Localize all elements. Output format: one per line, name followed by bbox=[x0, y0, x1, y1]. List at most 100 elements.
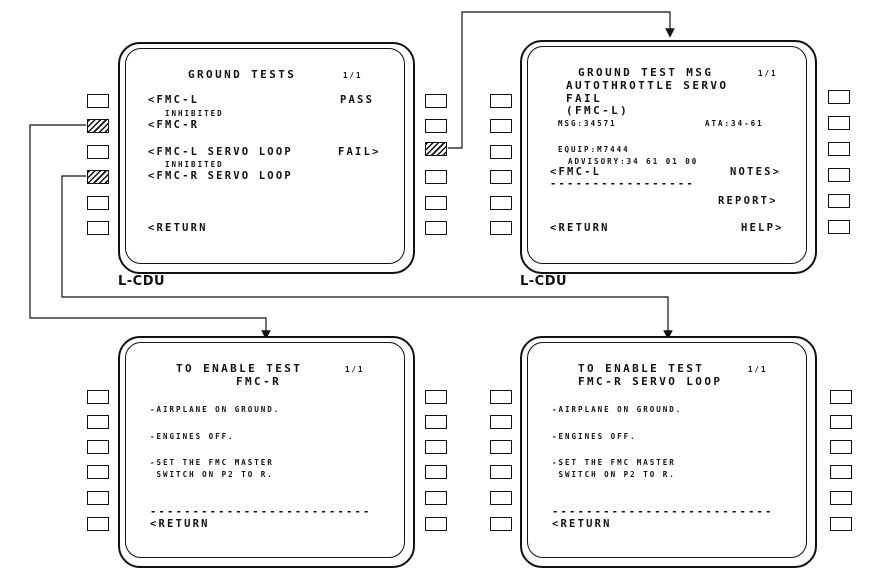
lsk-5r[interactable] bbox=[828, 194, 850, 208]
lsk-4r[interactable] bbox=[830, 465, 852, 479]
lsk-4l[interactable] bbox=[87, 170, 109, 184]
page-title: TO ENABLE TEST bbox=[176, 362, 303, 375]
arrow-fmc-r-to-enable bbox=[29, 124, 271, 340]
lsk-4l[interactable] bbox=[87, 465, 109, 479]
lsk-6r[interactable] bbox=[425, 221, 447, 235]
lsk-2l[interactable] bbox=[490, 119, 512, 133]
lsk-6r[interactable] bbox=[828, 220, 850, 234]
lsk-1l[interactable] bbox=[490, 94, 512, 108]
condition-3: -SET THE FMC MASTER bbox=[150, 458, 274, 467]
page-title: GROUND TESTS bbox=[188, 68, 297, 81]
condition-1: -AIRPLANE ON GROUND. bbox=[150, 405, 281, 414]
lsk-2r[interactable] bbox=[830, 415, 852, 429]
arrow-fail-to-test-msg bbox=[448, 11, 675, 149]
lsk-2l[interactable] bbox=[490, 415, 512, 429]
separator: ----------------- bbox=[550, 178, 695, 190]
fmc-r-servo-option[interactable]: <FMC-R SERVO LOOP bbox=[148, 170, 293, 182]
equip-code: EQUIP:M7444 bbox=[558, 145, 630, 154]
arrow-servo-to-enable bbox=[61, 175, 673, 340]
fmc-l-option[interactable]: <FMC-L bbox=[550, 166, 602, 178]
lsk-1r[interactable] bbox=[425, 390, 447, 404]
inhibited-label: INHIBITED bbox=[165, 160, 224, 169]
lsk-2r[interactable] bbox=[425, 415, 447, 429]
message-line-2: FAIL bbox=[566, 92, 603, 105]
lsk-1l[interactable] bbox=[87, 94, 109, 108]
lsk-3r[interactable] bbox=[425, 142, 447, 156]
msg-number: MSG:34571 bbox=[558, 119, 617, 128]
lsk-4r[interactable] bbox=[425, 465, 447, 479]
lsk-3r[interactable] bbox=[425, 440, 447, 454]
lsk-4l[interactable] bbox=[490, 465, 512, 479]
report-option[interactable]: REPORT> bbox=[718, 195, 778, 207]
pass-status: PASS bbox=[340, 94, 375, 106]
condition-3: -SET THE FMC MASTER bbox=[552, 458, 676, 467]
help-option[interactable]: HELP> bbox=[741, 222, 784, 234]
lsk-6l[interactable] bbox=[490, 517, 512, 531]
lsk-1r[interactable] bbox=[830, 390, 852, 404]
lsk-1r[interactable] bbox=[425, 94, 447, 108]
lsk-2r[interactable] bbox=[828, 116, 850, 130]
return-option[interactable]: <RETURN bbox=[550, 222, 610, 234]
lsk-2l[interactable] bbox=[87, 415, 109, 429]
fmc-l-servo-option[interactable]: <FMC-L SERVO LOOP bbox=[148, 146, 293, 158]
message-line-3: (FMC-L) bbox=[566, 104, 630, 117]
lsk-5r[interactable] bbox=[425, 491, 447, 505]
page-title: GROUND TEST MSG bbox=[578, 66, 714, 79]
page-subtitle: FMC-R bbox=[236, 375, 282, 388]
lsk-5l[interactable] bbox=[490, 196, 512, 210]
lsk-1r[interactable] bbox=[828, 90, 850, 104]
return-option[interactable]: <RETURN bbox=[150, 518, 210, 530]
lsk-5l[interactable] bbox=[490, 491, 512, 505]
advisory-code: ADVISORY:34 61 01 00 bbox=[568, 157, 699, 166]
condition-1: -AIRPLANE ON GROUND. bbox=[552, 405, 683, 414]
fmc-r-option[interactable]: <FMC-R bbox=[148, 119, 200, 131]
lsk-4r[interactable] bbox=[425, 170, 447, 184]
lsk-5r[interactable] bbox=[425, 196, 447, 210]
lsk-3r[interactable] bbox=[830, 440, 852, 454]
page-number: 1/1 bbox=[748, 365, 768, 374]
lsk-1l[interactable] bbox=[490, 390, 512, 404]
lsk-4r[interactable] bbox=[828, 168, 850, 182]
cdu-caption: L-CDU bbox=[118, 274, 166, 289]
lsk-6l[interactable] bbox=[87, 517, 109, 531]
lsk-6r[interactable] bbox=[830, 517, 852, 531]
cdu-display bbox=[125, 342, 405, 558]
cdu-display bbox=[527, 46, 807, 264]
notes-option[interactable]: NOTES> bbox=[730, 166, 782, 178]
lsk-1l[interactable] bbox=[87, 390, 109, 404]
page-number: 1/1 bbox=[345, 365, 365, 374]
lsk-5l[interactable] bbox=[87, 196, 109, 210]
lsk-6l[interactable] bbox=[87, 221, 109, 235]
lsk-3l[interactable] bbox=[87, 145, 109, 159]
fmc-l-option[interactable]: <FMC-L bbox=[148, 94, 200, 106]
lsk-3l[interactable] bbox=[490, 440, 512, 454]
lsk-3l[interactable] bbox=[490, 145, 512, 159]
lsk-3l[interactable] bbox=[87, 440, 109, 454]
lsk-6r[interactable] bbox=[425, 517, 447, 531]
lsk-2r[interactable] bbox=[425, 119, 447, 133]
cdu-display bbox=[125, 48, 405, 264]
lsk-4l[interactable] bbox=[490, 170, 512, 184]
cdu-display bbox=[527, 342, 807, 558]
page-subtitle: FMC-R SERVO LOOP bbox=[578, 375, 723, 388]
lsk-3r[interactable] bbox=[828, 142, 850, 156]
condition-3-cont: SWITCH ON P2 TO R. bbox=[150, 470, 274, 479]
message-line-1: AUTOTHROTTLE SERVO bbox=[566, 79, 729, 92]
lsk-6l[interactable] bbox=[490, 221, 512, 235]
separator: -------------------------- bbox=[150, 506, 372, 518]
fail-status[interactable]: FAIL> bbox=[338, 146, 381, 158]
lsk-2l[interactable] bbox=[87, 119, 109, 133]
ata-code: ATA:34-61 bbox=[705, 119, 764, 128]
condition-2: -ENGINES OFF. bbox=[150, 432, 235, 441]
lsk-5r[interactable] bbox=[830, 491, 852, 505]
page-title: TO ENABLE TEST bbox=[578, 362, 705, 375]
condition-3-cont: SWITCH ON P2 TO R. bbox=[552, 470, 676, 479]
separator: -------------------------- bbox=[552, 506, 774, 518]
return-option[interactable]: <RETURN bbox=[148, 222, 208, 234]
lsk-5l[interactable] bbox=[87, 491, 109, 505]
cdu-caption: L-CDU bbox=[520, 274, 568, 289]
return-option[interactable]: <RETURN bbox=[552, 518, 612, 530]
page-number: 1/1 bbox=[343, 71, 363, 80]
condition-2: -ENGINES OFF. bbox=[552, 432, 637, 441]
